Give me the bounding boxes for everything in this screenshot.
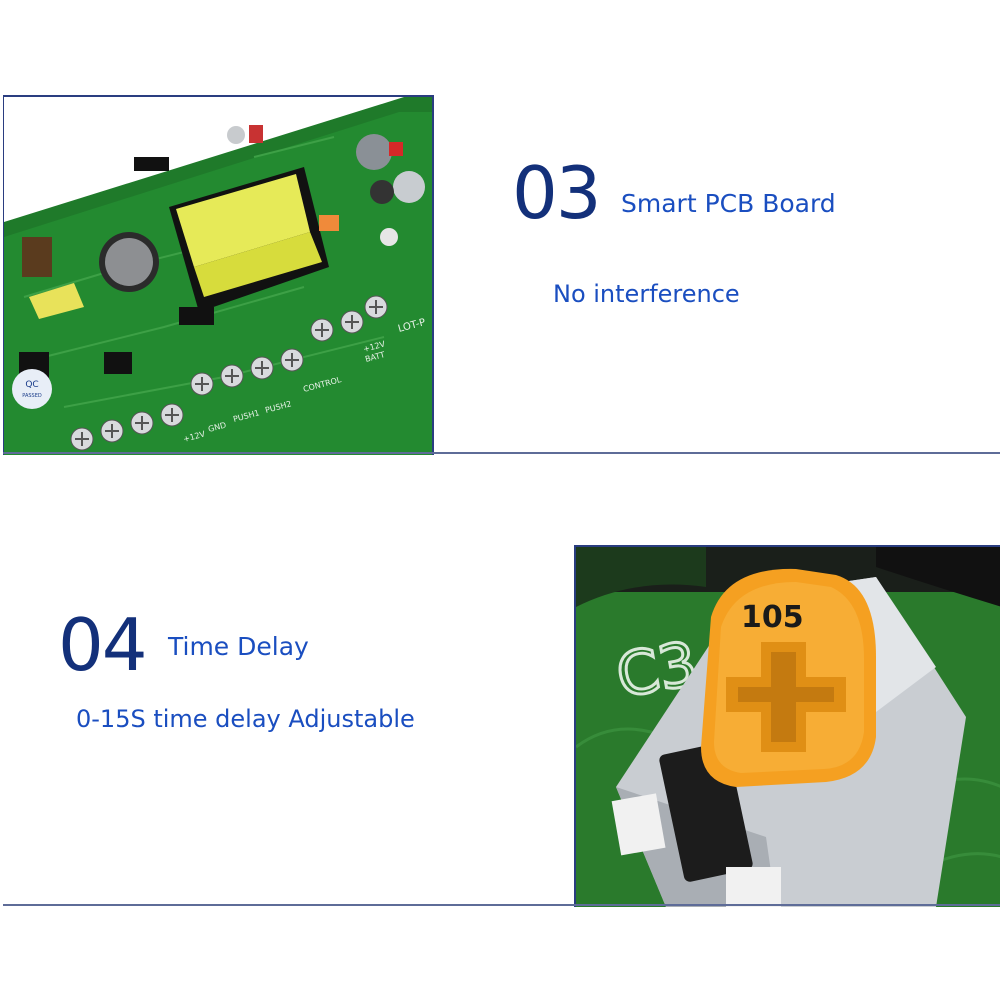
svg-text:QC: QC <box>25 380 38 390</box>
feature-smart-pcb: QC PASSED <box>0 95 1000 455</box>
section-divider <box>3 904 1000 906</box>
feature-heading: Smart PCB Board <box>621 189 836 218</box>
pcb-board-photo: QC PASSED <box>3 95 434 455</box>
section-divider <box>3 452 1000 454</box>
feature-number: 04 <box>58 603 148 687</box>
feature-description: No interference <box>553 280 740 308</box>
feature-number: 03 <box>512 151 602 235</box>
feature-time-delay: 04 Time Delay 0-15S time delay Adjustabl… <box>0 545 1000 907</box>
pot-marking: 105 <box>741 600 804 635</box>
potentiometer-photo: C3 105 <box>574 545 1000 907</box>
svg-text:PASSED: PASSED <box>22 393 42 399</box>
feature-heading: Time Delay <box>168 632 309 661</box>
feature-description: 0-15S time delay Adjustable <box>76 705 415 733</box>
